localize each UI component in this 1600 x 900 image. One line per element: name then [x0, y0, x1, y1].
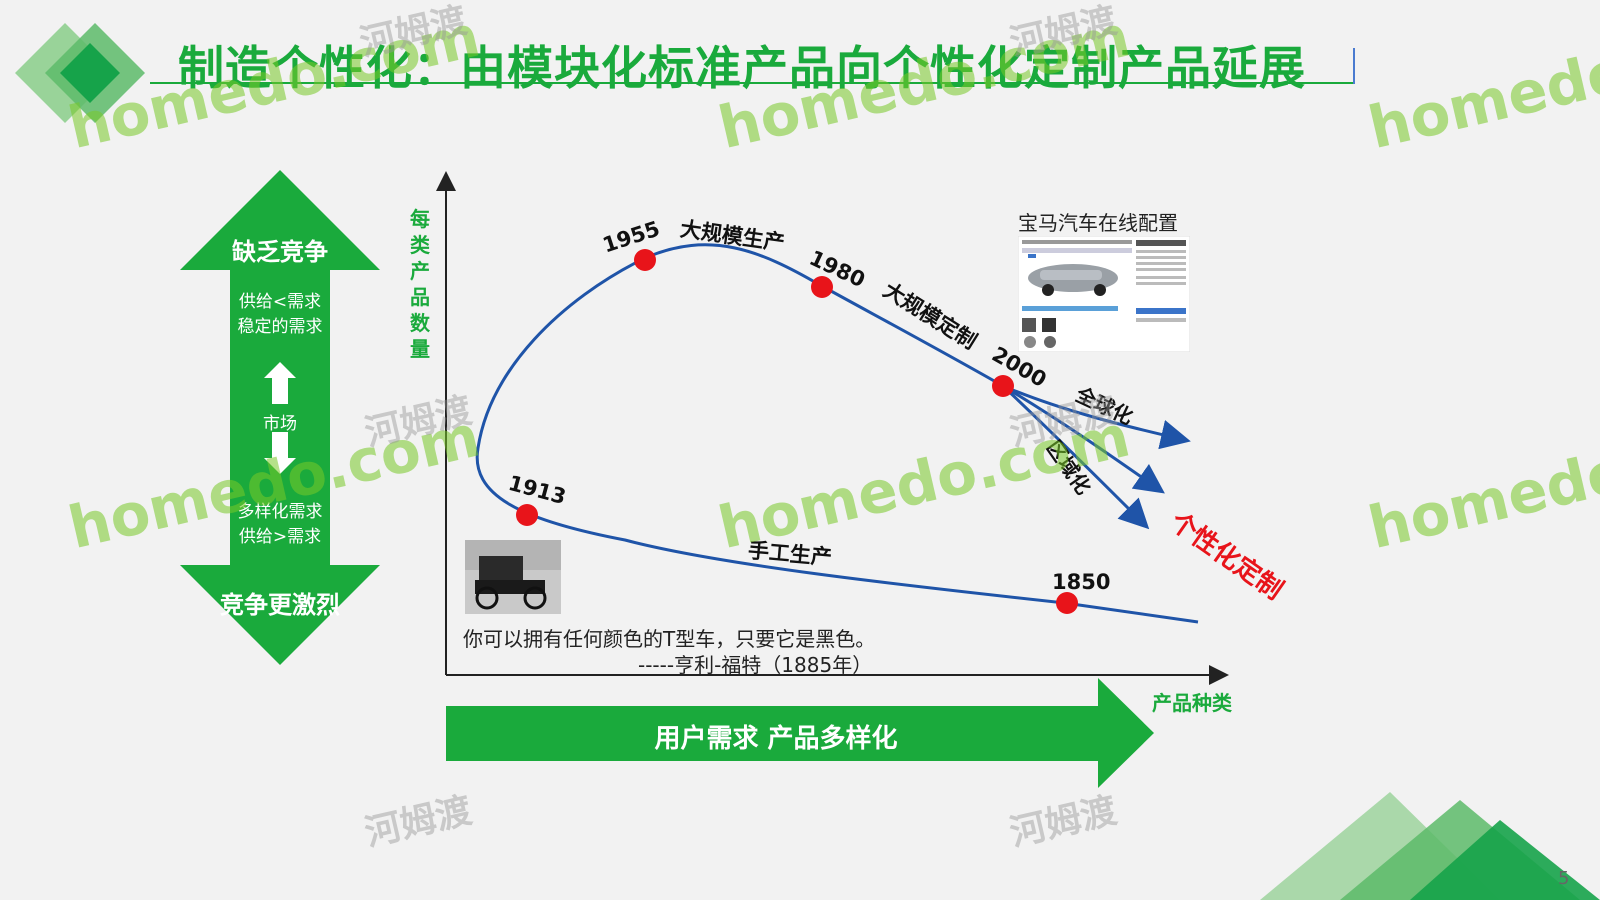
branch-global	[1002, 384, 1191, 450]
model-t-photo	[465, 540, 561, 614]
label-1850: 1850	[1052, 570, 1111, 594]
point-2000	[992, 375, 1014, 397]
point-1850	[1056, 592, 1078, 614]
logo-diamonds	[15, 23, 145, 123]
ford-quote: 你可以拥有任何颜色的T型车，只要它是黑色。	[463, 627, 876, 651]
demand-arrow-label: 用户需求 产品多样化	[654, 724, 898, 754]
title-underline	[150, 82, 1355, 84]
diverse-demand-label: 多样化需求	[237, 502, 323, 522]
ford-attribution: -----亨利-福特（1885年）	[638, 653, 873, 677]
market-label: 市场	[263, 414, 297, 434]
point-1955	[634, 249, 656, 271]
x-axis-label: 产品种类	[1152, 691, 1232, 715]
competition-arrow	[180, 170, 380, 665]
point-1980	[811, 276, 833, 298]
no-competition-label: 缺乏竞争	[232, 238, 328, 266]
y-axis-label: 每类产品数量	[410, 207, 430, 361]
point-1913	[516, 504, 538, 526]
stable-demand-label: 稳定的需求	[237, 317, 323, 337]
page-title: 制造个性化：由模块化标准产品向个性化定制产品延展	[178, 41, 1306, 95]
page-number: 5	[1558, 868, 1570, 889]
title-marker	[1353, 48, 1355, 84]
supply-more-label: 供给>需求	[238, 527, 322, 547]
fiercer-competition-label: 竞争更激烈	[220, 591, 340, 619]
demand-arrow	[446, 678, 1154, 788]
bmw-configurator-screenshot	[1018, 236, 1190, 352]
decor-triangles	[1260, 792, 1600, 900]
branch-custom	[1002, 384, 1165, 494]
branch-regional	[1001, 384, 1150, 530]
bmw-caption: 宝马汽车在线配置	[1018, 211, 1178, 235]
supply-less-label: 供给<需求	[238, 292, 322, 312]
